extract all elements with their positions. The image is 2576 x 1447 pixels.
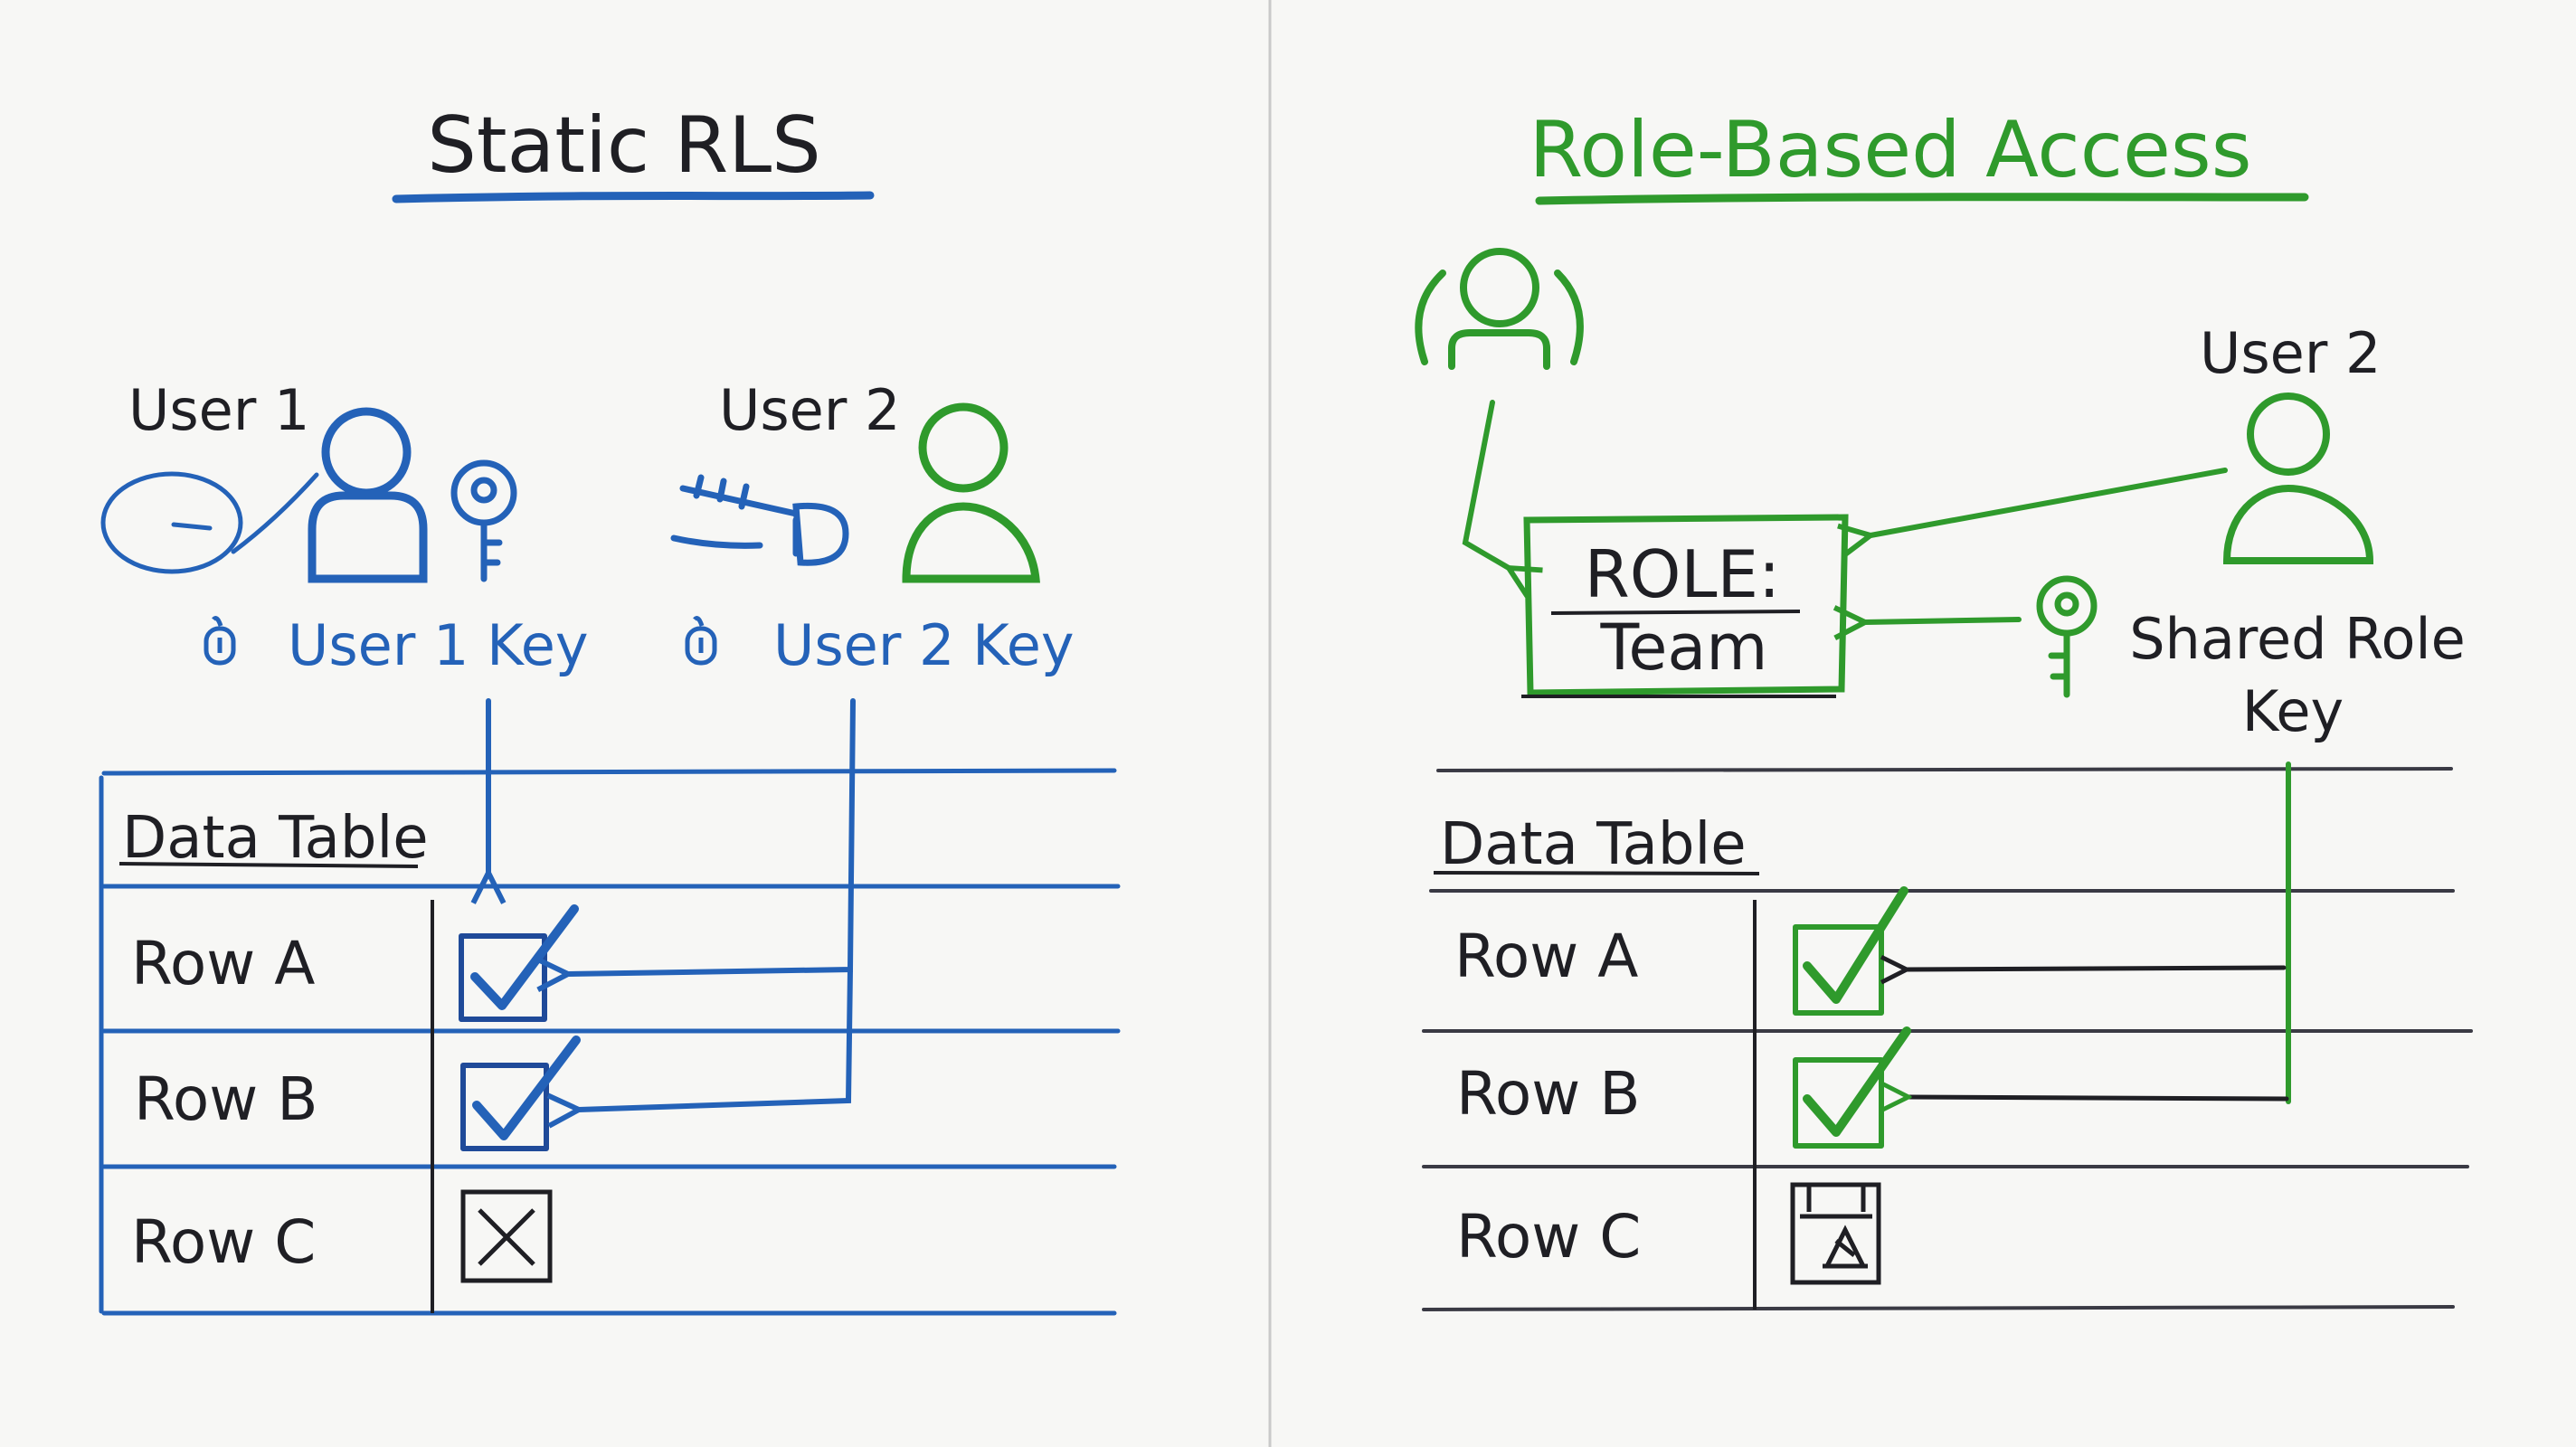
role-based-arrows [1907,761,2291,1102]
role-label: ROLE: [1585,536,1781,612]
role-arrow-row-a [1907,968,2287,969]
shared-role-key-label: Shared Role [2129,606,2466,672]
locked-box-icon [1790,1182,1881,1285]
user-1-key-small-icon [204,616,236,666]
team-user-avatar-icon [1415,248,1584,370]
data-table-label-underline [118,862,419,868]
static-rls-panel: Static RLS User 1 User 2 [99,100,1121,1316]
user-2-key-label: User 2 Key [773,612,1075,678]
user-1-avatar-icon [308,407,428,583]
shared-role-key-icon [2036,575,2098,698]
user-2-key-arrow-row-b [579,967,853,1110]
role-based-title: Role-Based Access [1529,105,2251,195]
user-1-key-label: User 1 Key [288,612,589,678]
table-row-label: Row C [131,1207,316,1277]
role-team-box: ROLE: Team [1521,514,1849,698]
right-user-2-avatar-icon [2222,392,2374,564]
data-table-label-underline [1433,871,1760,875]
user-2-label: User 2 [719,377,900,443]
static-rls-title: Static RLS [427,100,821,191]
static-rls-arrows [488,698,856,1110]
shared-role-key-label-line2: Key [2242,678,2344,744]
team-user-to-role-arrow [1462,400,1509,568]
data-table-label: Data Table [1440,811,1747,878]
right-user-2-label: User 2 [2200,320,2381,386]
role-arrow-row-b [1908,1097,2289,1099]
table-row-label: Row A [131,929,315,998]
user-2-avatar-icon [902,402,1040,583]
role-name: Team [1599,610,1767,685]
static-rls-title-underline [392,191,875,203]
table-row-label: Row A [1454,922,1638,991]
table-grid-lines [1422,767,2473,1311]
shared-key-to-role-arrow [1865,619,2022,622]
denied-box-icon [460,1189,553,1283]
user-1-mouse-icon [100,471,319,574]
user-2-to-role-arrow [1870,468,2228,535]
static-rls-data-table: Data Table Row A Row B Row C [99,768,1121,1316]
user-1-key-icon [450,459,517,582]
user-2-key-small-icon [685,616,717,666]
user-2-key-icon [670,474,849,566]
user-1-label: User 1 [128,377,309,443]
table-grid-lines [99,768,1121,1316]
checked-box-icon [1793,1026,1911,1149]
user-2-key-arrow-row-a [568,698,856,974]
checked-box-icon [459,904,579,1022]
data-table-label: Data Table [122,805,429,872]
table-row-label: Row B [1456,1059,1641,1129]
table-row-label: Row B [134,1064,318,1134]
checked-box-icon [1793,886,1908,1016]
role-based-panel: Role-Based Access ROLE: Team User 2 [1415,105,2473,1311]
role-based-title-underline [1535,193,2309,205]
checked-box-icon [460,1036,581,1151]
role-based-data-table: Data Table Row A Row B Row C [1422,767,2473,1311]
table-row-label: Row C [1456,1202,1641,1272]
